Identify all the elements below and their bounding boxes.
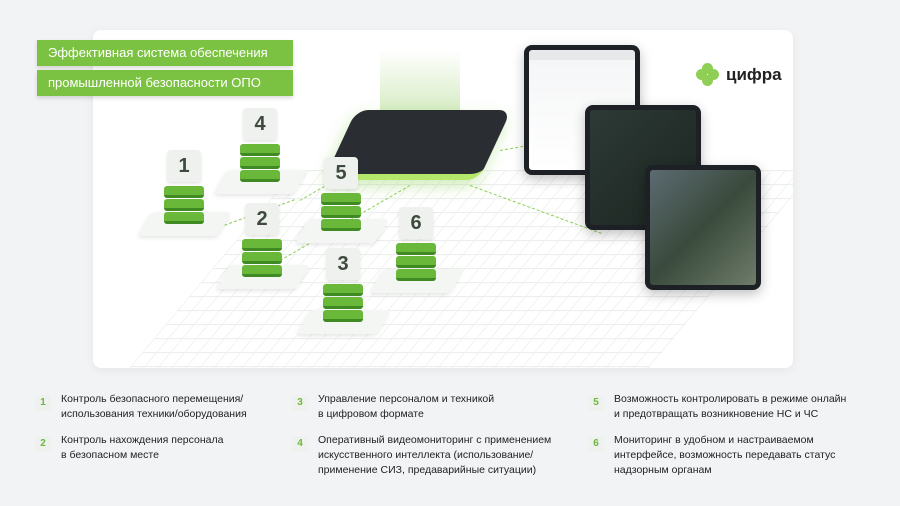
legend-text: Возможность контролировать в режиме онла… [614,393,847,405]
legend-item-4: 4 Оперативный видеомониторинг с применени… [292,433,551,478]
legend-number: 2 [35,436,51,452]
video-tablet [645,165,761,290]
legend-text: надзорным органам [614,464,712,476]
logo: цифра [696,63,782,87]
legend-text: Оперативный видеомониторинг с применение… [318,434,552,446]
stack-number: 2 [245,203,279,235]
legend-number: 1 [35,395,51,411]
legend-text: интерфейсе, возможность передавать стату… [614,449,836,461]
stack-number: 1 [167,150,201,182]
legend-number: 3 [292,395,308,411]
legend-text: и предотвращать возникновение НС и ЧС [614,408,819,420]
logo-text: цифра [726,65,782,84]
legend-number: 5 [588,395,604,411]
legend-item-6: 6 Мониторинг в удобном и настраиваемом инт… [588,433,835,478]
legend-item-1: 1 Контроль безопасного перемещения/исполь… [35,392,247,422]
legend-text: Мониторинг в удобном и настраиваемом [614,434,814,446]
legend-item-3: 3 Управление персоналом и техникой в цифро… [292,392,494,422]
logo-icon [696,63,720,87]
stack-number: 3 [326,248,360,280]
legend-item-5: 5 Возможность контролировать в режиме онл… [588,392,846,422]
legend-text: в безопасном месте [61,449,159,461]
legend-text: Контроль безопасного перемещения/ [61,393,244,405]
stack-number: 6 [399,207,433,239]
stack-number: 4 [243,108,277,140]
title-banner-line2: промышленной безопасности ОПО [37,70,293,96]
legend-text: в цифровом формате [318,408,424,420]
legend-item-2: 2 Контроль нахождения персонала в безопасн… [35,433,223,463]
legend-text: Управление персоналом и техникой [318,393,495,405]
legend-text: Контроль нахождения персонала [61,434,224,446]
legend-number: 4 [292,436,308,452]
title-banner-line1: Эффективная система обеспечения [37,40,293,66]
legend-number: 6 [588,436,604,452]
legend-text: искусственного интеллекта (использование… [318,449,534,461]
legend-text: использования техники/оборудования [61,408,247,420]
legend-text: применение СИЗ, предаварийные ситуации) [318,464,537,476]
stack-number: 5 [324,157,358,189]
